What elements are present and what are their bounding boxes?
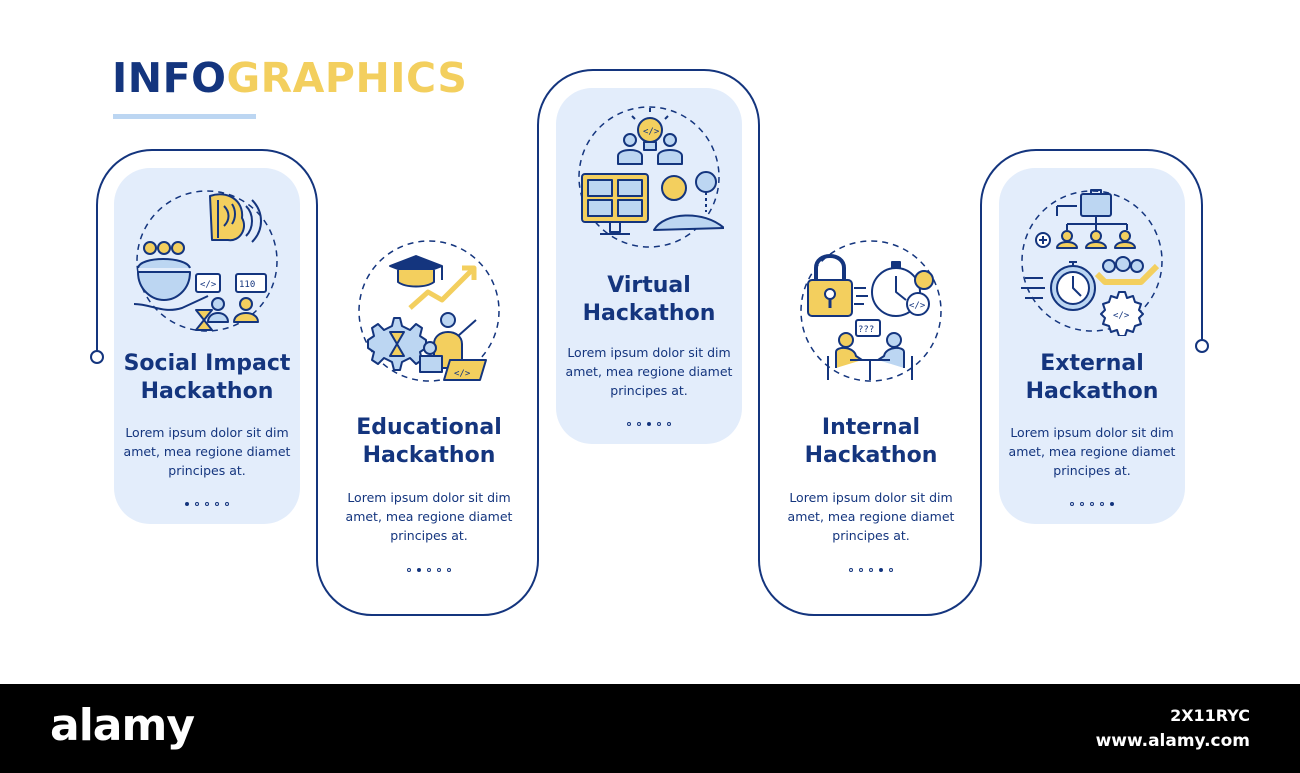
svg-text:???: ???: [858, 325, 874, 335]
dot-1: [185, 502, 189, 506]
title-underline: [113, 114, 256, 119]
card-title-line1: Internal: [821, 415, 921, 440]
dot-1: [627, 422, 631, 426]
card-description-line3: principes at.: [832, 528, 910, 543]
card-virtual: </> Virtual Hackathon Lorem ipsum dolor …: [556, 88, 742, 444]
dot-3: [1090, 502, 1094, 506]
social-impact-icon: </> 110: [133, 190, 278, 332]
dot-5: [447, 568, 451, 572]
title-part-graphics: GRAPHICS: [226, 54, 468, 102]
dot-2: [417, 568, 421, 572]
internal-lock-icon: </> ???: [800, 240, 942, 382]
dot-3: [647, 422, 651, 426]
pagination-dots: [778, 568, 964, 572]
alamy-logo: alamy: [50, 700, 195, 751]
svg-text:</>: </>: [200, 280, 217, 290]
card-description-line1: Lorem ipsum dolor sit dim: [789, 490, 953, 505]
card-title-line1: Virtual: [607, 273, 691, 298]
pagination-dots: [999, 502, 1185, 506]
card-description-line2: amet, mea regione diamet: [345, 509, 513, 524]
dot-2: [195, 502, 199, 506]
svg-text:</>: </>: [1113, 311, 1130, 321]
dot-4: [879, 568, 883, 572]
card-description-line1: Lorem ipsum dolor sit dim: [567, 345, 731, 360]
card-title-line2: Hackathon: [1025, 379, 1159, 404]
card-description-line2: amet, mea regione diamet: [1008, 444, 1176, 459]
svg-text:</>: </>: [909, 301, 926, 311]
card-social-impact: </> 110 Social Impact Hackathon Lorem ip…: [114, 168, 300, 524]
pagination-dots: [114, 502, 300, 506]
dot-1: [1070, 502, 1074, 506]
card-title-line2: Hackathon: [362, 443, 496, 468]
card-description-line1: Lorem ipsum dolor sit dim: [125, 425, 289, 440]
svg-text:</>: </>: [643, 127, 660, 137]
connector-outline: [90, 69, 1209, 616]
card-internal: </> ??? Internal Hackathon Lorem ipsum d…: [778, 218, 964, 598]
card-title-line1: External: [1040, 351, 1144, 376]
dot-3: [205, 502, 209, 506]
card-description-line2: amet, mea regione diamet: [787, 509, 955, 524]
card-description-line3: principes at.: [390, 528, 468, 543]
card-description-line3: principes at.: [1053, 463, 1131, 478]
pagination-dots: [336, 568, 522, 572]
external-team-icon: </>: [1021, 189, 1163, 336]
dot-4: [1100, 502, 1104, 506]
dot-1: [849, 568, 853, 572]
card-description-line1: Lorem ipsum dolor sit dim: [1010, 425, 1174, 440]
card-description-line2: amet, mea regione diamet: [565, 364, 733, 379]
infographics-title: INFOGRAPHICS: [112, 58, 467, 99]
card-title-line1: Social Impact: [123, 351, 291, 376]
dot-5: [667, 422, 671, 426]
dot-2: [637, 422, 641, 426]
dot-4: [437, 568, 441, 572]
title-part-info: INFO: [112, 54, 227, 102]
card-description-line3: principes at.: [168, 463, 246, 478]
card-educational: </> Educational Hackathon Lorem ipsum do…: [336, 218, 522, 598]
watermark-footer: alamy 2X11RYC www.alamy.com: [0, 684, 1300, 773]
card-title-line2: Hackathon: [804, 443, 938, 468]
education-icon: </>: [358, 240, 500, 382]
dot-2: [859, 568, 863, 572]
card-title-line1: Educational: [356, 415, 502, 440]
card-description-line3: principes at.: [610, 383, 688, 398]
footer-url: www.alamy.com: [1095, 731, 1250, 751]
card-title-line2: Hackathon: [582, 301, 716, 326]
dot-3: [427, 568, 431, 572]
dot-5: [1110, 502, 1114, 506]
dot-2: [1080, 502, 1084, 506]
card-description-line2: amet, mea regione diamet: [123, 444, 291, 459]
card-description-line1: Lorem ipsum dolor sit dim: [347, 490, 511, 505]
card-external: </> External Hackathon Lorem ipsum dolor…: [999, 168, 1185, 524]
svg-text:</>: </>: [454, 369, 471, 379]
dot-4: [657, 422, 661, 426]
dot-5: [225, 502, 229, 506]
svg-text:110: 110: [239, 280, 255, 290]
card-title-line2: Hackathon: [140, 379, 274, 404]
image-id: 2X11RYC: [1170, 706, 1250, 725]
dot-3: [869, 568, 873, 572]
dot-4: [215, 502, 219, 506]
virtual-meeting-icon: </>: [578, 106, 724, 248]
pagination-dots: [556, 422, 742, 426]
dot-5: [889, 568, 893, 572]
dot-1: [407, 568, 411, 572]
